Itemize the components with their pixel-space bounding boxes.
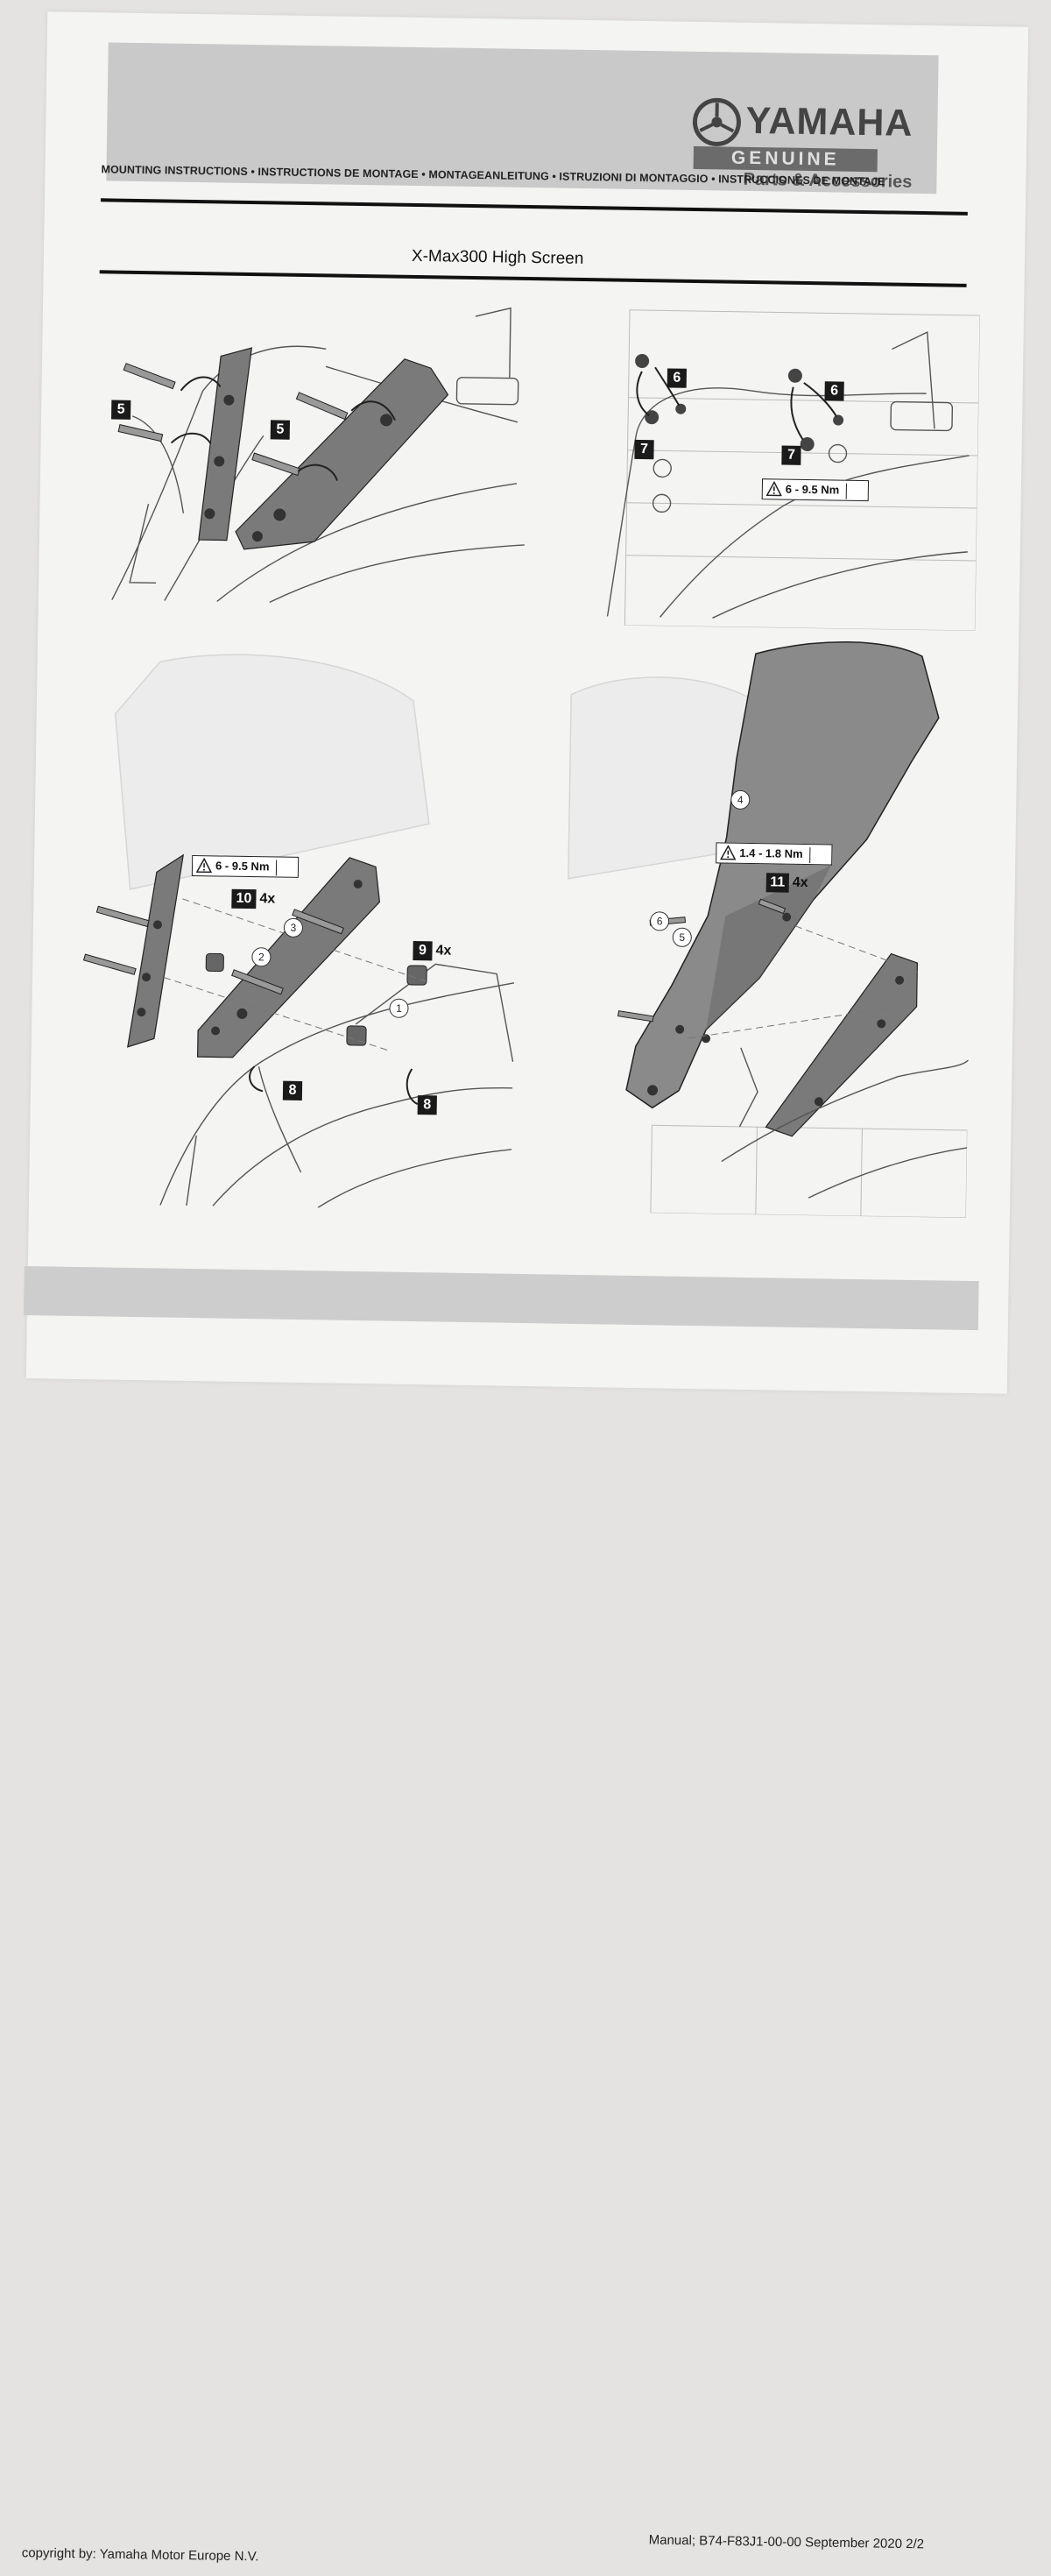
warning-icon bbox=[766, 481, 782, 497]
torque-wrench-icon bbox=[276, 860, 294, 875]
step-9-quantity: 4x bbox=[435, 943, 451, 959]
instruction-sheet: YAMAHA GENUINE Parts & Accessories MOUNT… bbox=[26, 11, 1028, 1393]
step-panel-nuts: 6 6 7 7 6 - 9.5 Nm bbox=[554, 292, 980, 631]
manual-reference: Manual; B74-F83J1-00-00 September 2020 2… bbox=[649, 2532, 925, 2551]
step-7-callout: 7 bbox=[781, 446, 801, 465]
step-11-callout: 11 bbox=[766, 873, 789, 892]
step-6-callout: 6 bbox=[824, 381, 843, 400]
illustration-nuts bbox=[554, 292, 980, 631]
tuning-fork-logo-icon bbox=[692, 97, 742, 147]
illustration-screen bbox=[546, 633, 975, 1217]
warning-icon bbox=[720, 845, 736, 860]
step-5-callout: 5 bbox=[111, 400, 130, 420]
torque-wrench-icon bbox=[846, 483, 864, 499]
step-5-callout: 5 bbox=[271, 420, 290, 439]
torque-value: 6 - 9.5 Nm bbox=[786, 483, 840, 497]
step-8-callout: 8 bbox=[283, 1081, 302, 1100]
genuine-badge: GENUINE bbox=[694, 146, 878, 172]
step-panel-spacers: 6 - 9.5 Nm 10 4x 9 4x 8 8 1 2 3 bbox=[55, 643, 528, 1211]
genuine-label: GENUINE bbox=[694, 147, 878, 171]
step-8-callout: 8 bbox=[418, 1095, 437, 1115]
step-6-callout: 6 bbox=[667, 368, 687, 387]
title-rule bbox=[100, 270, 967, 287]
warning-icon bbox=[196, 858, 212, 874]
step-7-callout: 7 bbox=[634, 440, 653, 459]
step-10-callout: 10 bbox=[231, 889, 256, 909]
torque-wrench-icon bbox=[809, 847, 828, 863]
copyright-notice: copyright by: Yamaha Motor Europe N.V. bbox=[22, 2545, 259, 2564]
step-panel-screen: 4 5 6 1.4 - 1.8 Nm 11 4x bbox=[546, 633, 975, 1217]
step-9-callout: 9 bbox=[413, 941, 432, 960]
step-11-quantity: 4x bbox=[793, 875, 808, 891]
header-rule bbox=[101, 198, 968, 216]
brand-name: YAMAHA bbox=[745, 100, 913, 145]
torque-value: 6 - 9.5 Nm bbox=[215, 859, 270, 873]
torque-spec-label: 6 - 9.5 Nm bbox=[192, 855, 299, 878]
torque-value: 1.4 - 1.8 Nm bbox=[739, 846, 802, 860]
illustration-bracket-bolts bbox=[95, 284, 538, 615]
step-10-quantity: 4x bbox=[259, 891, 275, 907]
torque-spec-label: 1.4 - 1.8 Nm bbox=[716, 842, 832, 865]
document-title: X-Max300 High Screen bbox=[412, 247, 584, 269]
footer-bar: Manual; B74-F83J1-00-00 September 2020 2… bbox=[24, 1266, 979, 1330]
step-panel-bracket-bolts: 5 5 bbox=[95, 284, 538, 615]
torque-spec-label: 6 - 9.5 Nm bbox=[762, 478, 869, 501]
